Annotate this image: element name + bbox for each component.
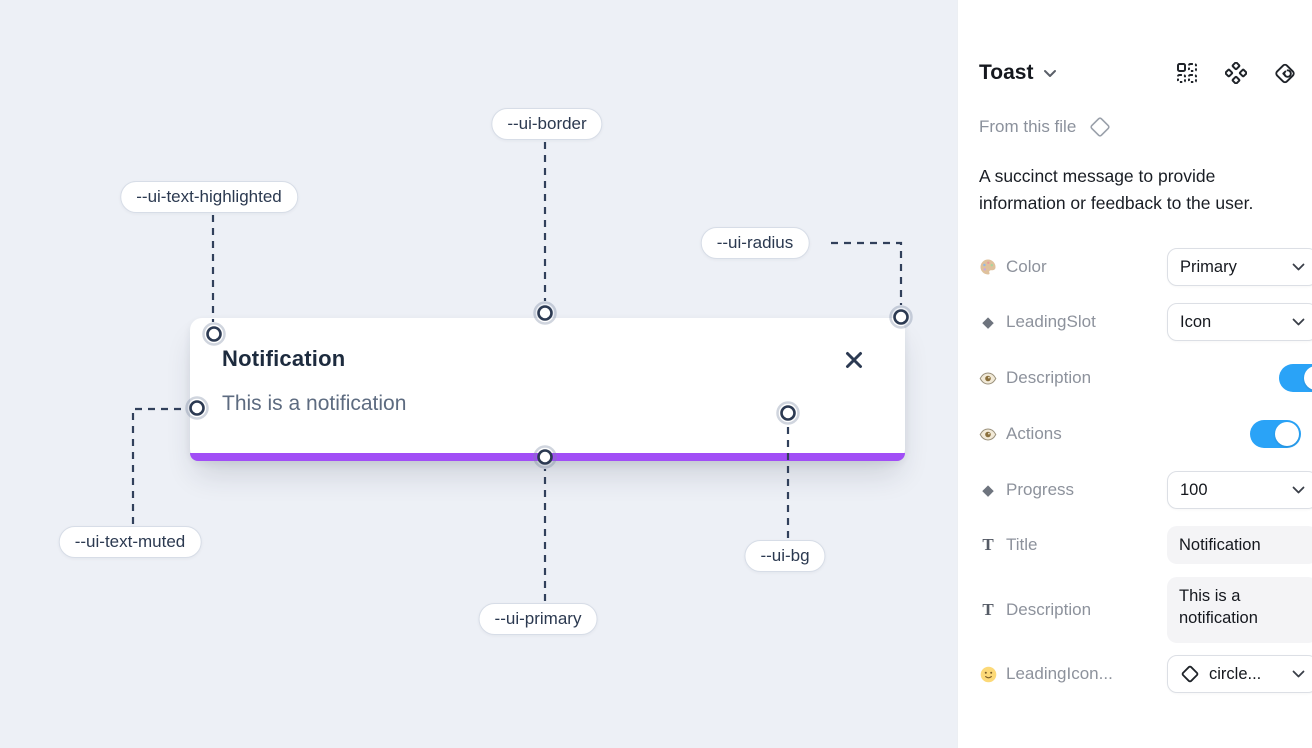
prop-label-color: Color [1006, 257, 1047, 276]
actions-toggle[interactable] [1249, 420, 1301, 448]
prop-row-leadingslot: ◆ LeadingSlot Icon [979, 303, 1312, 341]
toast-close-button[interactable] [841, 347, 867, 373]
chevron-down-icon [1292, 670, 1305, 678]
toast-title: Notification [222, 346, 346, 371]
variant-diamond-icon: ◆ [982, 314, 994, 331]
close-icon [846, 352, 862, 368]
annotation-ui-radius[interactable]: --ui-radius [700, 227, 810, 259]
color-select[interactable]: Primary [1167, 248, 1312, 286]
prop-row-progress: ◆ Progress 100 [979, 471, 1312, 509]
toast-component: Notification This is a notification [190, 318, 905, 461]
source-row: From this file [979, 115, 1112, 139]
instance-grid-icon [1177, 63, 1197, 83]
description-text-value: This is a notification [1179, 587, 1258, 628]
color-select-value: Primary [1180, 257, 1237, 276]
variant-diamond-icon: ◆ [982, 482, 994, 499]
annotation-ui-primary[interactable]: --ui-primary [478, 603, 598, 635]
component-icon [1225, 62, 1247, 84]
leadingslot-select-value: Icon [1180, 312, 1212, 331]
description-text-field[interactable]: This is a notification [1167, 577, 1312, 643]
text-icon: T [982, 535, 994, 554]
toast-description: This is a notification [222, 392, 407, 415]
prop-label-progress: Progress [1006, 480, 1075, 499]
annotation-ui-text-muted[interactable]: --ui-text-muted [58, 526, 202, 558]
prop-row-description-toggle: Description [979, 359, 1312, 397]
component-switcher[interactable] [1043, 69, 1057, 78]
properties-panel: Toast [957, 0, 1312, 748]
component-preview-canvas: Notification This is a notification [0, 0, 957, 748]
chevron-down-icon [1044, 69, 1057, 77]
description-toggle[interactable] [1279, 364, 1312, 392]
prop-label-title: Title [1006, 535, 1038, 554]
leadingslot-select[interactable]: Icon [1167, 303, 1312, 341]
prop-label-actions: Actions [1006, 424, 1062, 443]
leadingicon-select-value: circle... [1209, 664, 1262, 683]
prop-row-actions-toggle: Actions [979, 415, 1301, 453]
source-label: From this file [979, 117, 1077, 136]
component-name: Toast [979, 61, 1034, 84]
title-text-field[interactable]: Notification [1167, 526, 1312, 564]
text-icon: T [982, 600, 994, 619]
chevron-down-icon [1292, 486, 1305, 494]
toggle-knob [1304, 366, 1312, 390]
prop-label-description-text: Description [1006, 600, 1092, 619]
eye-icon [979, 371, 997, 385]
prop-label-leadingicon: LeadingIcon... [1006, 664, 1113, 683]
palette-icon [979, 258, 997, 276]
prop-row-leadingicon: LeadingIcon... circle... [979, 655, 1312, 693]
prop-label-description: Description [1006, 368, 1092, 387]
progress-select-value: 100 [1180, 480, 1208, 499]
chevron-down-icon [1292, 318, 1305, 326]
go-to-main-component-button[interactable] [1274, 62, 1296, 84]
instance-diamond-icon [1181, 665, 1199, 683]
smiley-icon [979, 666, 997, 683]
chevron-down-icon [1292, 263, 1305, 271]
diamond-outline-icon [1090, 117, 1110, 137]
toggle-knob [1274, 422, 1299, 446]
leadingicon-select[interactable]: circle... [1167, 655, 1312, 693]
go-to-main-component-icon [1275, 63, 1295, 84]
panel-header: Toast [979, 58, 1296, 88]
annotation-ui-text-highlighted[interactable]: --ui-text-highlighted [120, 181, 298, 213]
prop-label-leadingslot: LeadingSlot [1006, 312, 1096, 331]
prop-row-color: Color Primary [979, 248, 1312, 286]
component-description: A succinct message to provide informatio… [979, 166, 1254, 214]
title-text-value: Notification [1179, 535, 1261, 554]
toast-progress-bar [190, 453, 905, 461]
instance-grid-button[interactable] [1176, 62, 1198, 84]
component-button[interactable] [1225, 62, 1247, 84]
eye-icon [979, 427, 997, 441]
prop-row-title: T Title Notification [979, 526, 1312, 564]
annotation-ui-border[interactable]: --ui-border [491, 108, 603, 140]
prop-row-description-text: T Description This is a notification [979, 577, 1312, 643]
progress-select[interactable]: 100 [1167, 471, 1312, 509]
annotation-ui-bg[interactable]: --ui-bg [744, 540, 826, 572]
